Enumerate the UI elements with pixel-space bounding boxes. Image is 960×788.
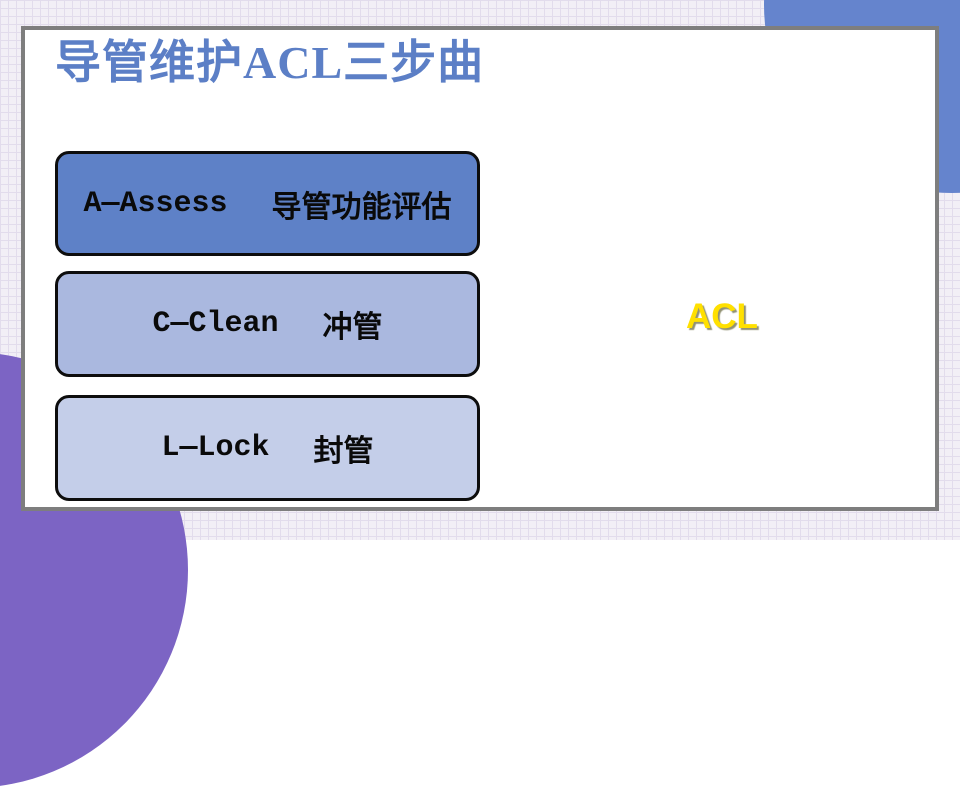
step-box-assess: A—Assess 导管功能评估 [55,151,480,256]
step-lock-zh-label: 封管 [313,435,374,468]
step-box-lock: L—Lock 封管 [55,395,480,501]
step-lock-en-label: L—Lock [161,431,270,465]
step-assess-en-label: A—Assess [83,186,228,221]
acl-label: ACL [686,297,758,336]
step-clean-en-label: C—Clean [152,307,279,341]
step-box-clean: C—Clean 冲管 [55,271,480,377]
step-assess-zh-label: 导管功能评估 [271,190,452,224]
step-clean-zh-label: 冲管 [322,311,383,344]
slide-title: 导管维护ACL三步曲 [55,37,485,88]
